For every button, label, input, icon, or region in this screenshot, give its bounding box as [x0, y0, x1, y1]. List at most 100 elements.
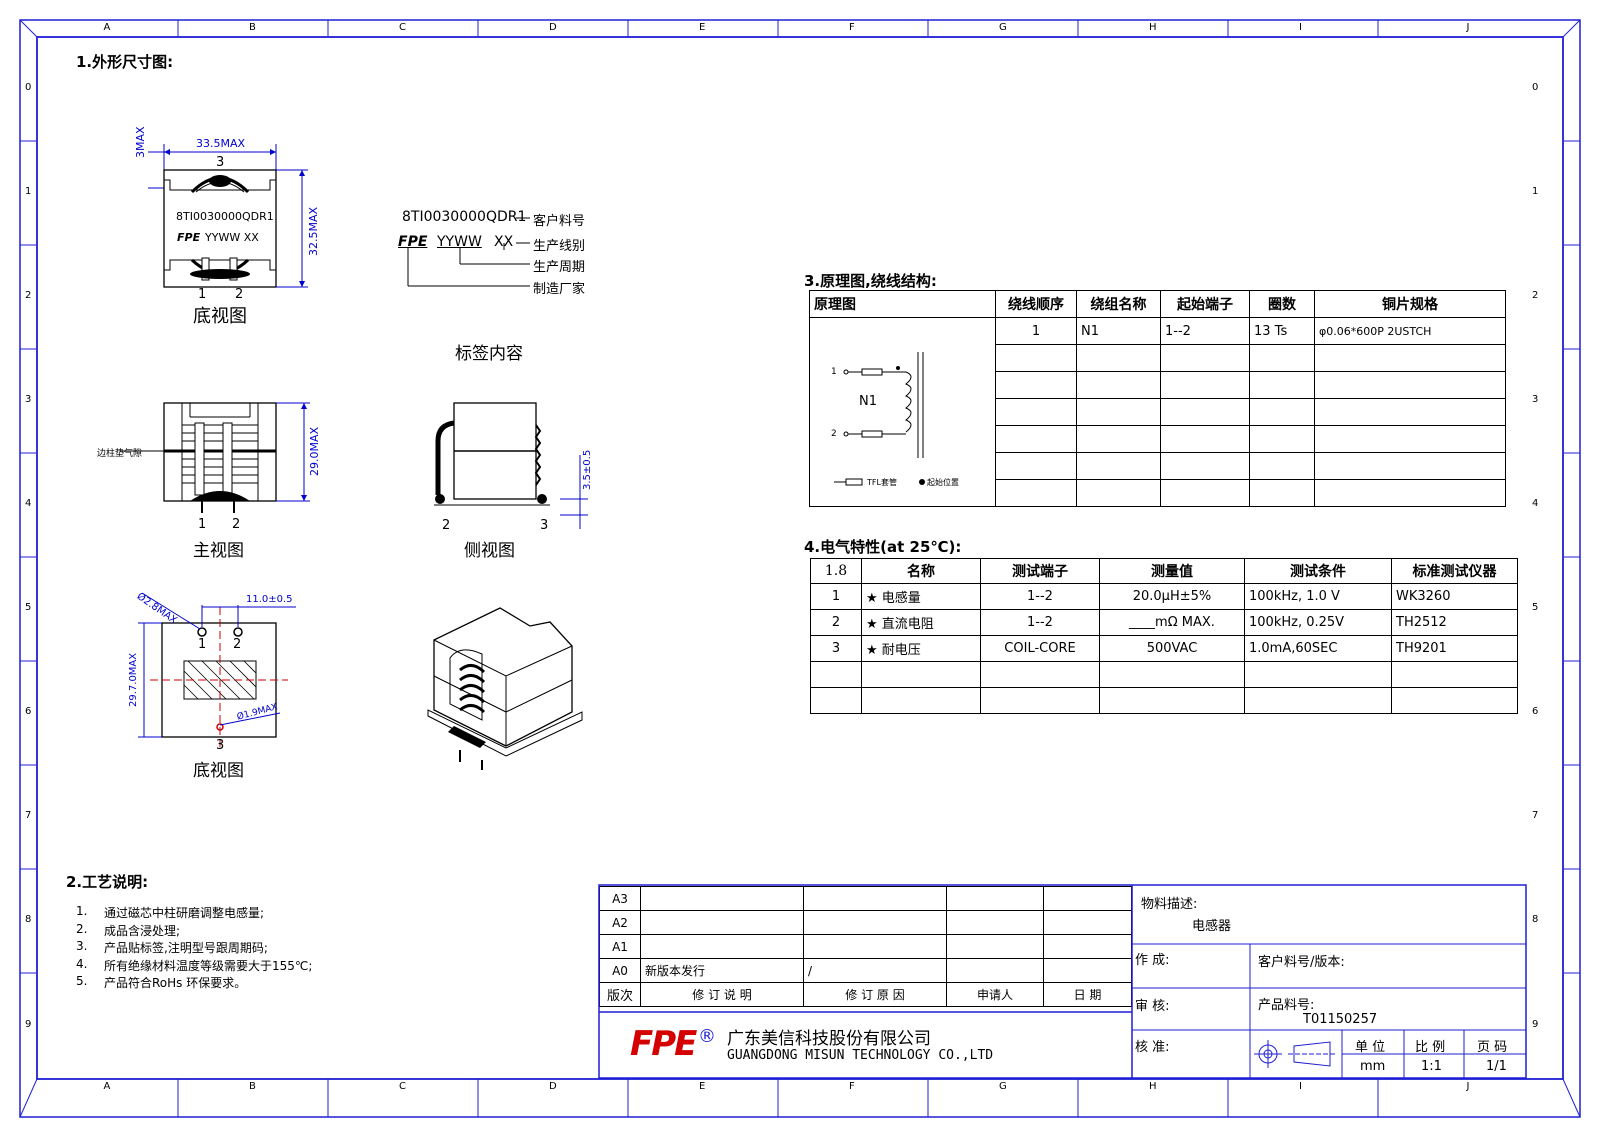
scale-value: 1:1 — [1421, 1059, 1442, 1074]
note-number: 2. — [76, 921, 88, 936]
elec-cell: COIL-CORE — [980, 635, 1100, 662]
side-view-drawing — [434, 402, 588, 529]
product-pn-label: 产品料号: — [1258, 998, 1315, 1013]
scale-label: 比 例 — [1415, 1040, 1446, 1055]
bottom-view2-title: 底视图 — [193, 761, 244, 781]
winding-cell — [995, 371, 1077, 399]
pin3-label: 3 — [216, 155, 225, 170]
elec-cell: 1 — [810, 583, 862, 610]
sch-pin2: 2 — [831, 429, 837, 439]
registered-mark-icon: ® — [698, 1026, 716, 1047]
rh-reason: 修 订 原 因 — [803, 982, 947, 1007]
page-value: 1/1 — [1486, 1059, 1507, 1074]
revision-cell-date — [1043, 886, 1132, 911]
eh-condition: 测试条件 — [1244, 558, 1392, 584]
b2-pin3: 3 — [216, 738, 225, 753]
frame-row-right-0: 0 — [1532, 82, 1539, 93]
winding-cell — [1314, 452, 1506, 480]
winding-cell — [1249, 371, 1315, 399]
page-label: 页 码 — [1477, 1040, 1508, 1055]
winding-cell — [1314, 344, 1506, 372]
winding-cell — [1314, 398, 1506, 426]
elec-cell: 2 — [810, 609, 862, 636]
winding-cell — [1076, 344, 1161, 372]
eh-name: 名称 — [861, 558, 981, 584]
product-pn-value: T01150257 — [1303, 1012, 1378, 1027]
frame-row-right-6: 6 — [1532, 706, 1539, 717]
elec-cell — [1391, 661, 1518, 688]
winding-cell — [1076, 452, 1161, 480]
frame-col-bottom-C: C — [399, 1081, 406, 1092]
label-maker: 制造厂家 — [533, 282, 586, 297]
elec-row — [810, 687, 1518, 714]
bottom-view-title: 底视图 — [193, 306, 247, 327]
frame-row-right-5: 5 — [1532, 602, 1539, 613]
winding-cell — [995, 479, 1077, 507]
frame-col-bottom-H: H — [1149, 1081, 1157, 1092]
frame-col-bottom-B: B — [249, 1081, 256, 1092]
front-pin2: 2 — [232, 517, 241, 532]
note-number: 1. — [76, 904, 88, 918]
note-text: 成品含浸处理; — [104, 923, 181, 938]
b2-pin1: 1 — [198, 637, 207, 652]
frame-col-top-G: G — [999, 22, 1007, 33]
winding-cell — [995, 452, 1077, 480]
winding-cell — [995, 425, 1077, 453]
note-text: 产品符合RoHs 环保要求。 — [104, 976, 247, 990]
frame-row-right-3: 3 — [1532, 394, 1539, 405]
frame-col-bottom-F: F — [849, 1081, 855, 1092]
dim-pitch: 11.0±0.5 — [246, 594, 293, 605]
sch-pin1: 1 — [831, 367, 837, 377]
elec-cell: ★ 电感量 — [861, 583, 981, 610]
elec-cell: ____mΩ MAX. — [1099, 609, 1245, 636]
revision-cell-code: A1 — [599, 934, 641, 959]
elec-cell — [810, 687, 862, 714]
elec-cell — [1244, 661, 1392, 688]
frame-col-bottom-A: A — [103, 1081, 111, 1092]
elec-cell: ★ 耐电压 — [861, 635, 981, 662]
side-pin-right: 3 — [540, 518, 549, 533]
dim-width: 33.5MAX — [196, 137, 246, 150]
company-logo: FPE — [630, 1024, 697, 1064]
elec-row — [810, 661, 1518, 688]
winding-row — [810, 371, 1506, 399]
elec-cell: 1--2 — [980, 609, 1100, 636]
dim-height2: 29.7.0MAX — [128, 652, 139, 707]
winding-cell — [1160, 371, 1250, 399]
side-view-title: 侧视图 — [464, 541, 515, 561]
wh-order: 绕线顺序 — [995, 290, 1077, 318]
winding-cell — [1160, 452, 1250, 480]
frame-row-left-9: 9 — [25, 1019, 32, 1030]
section1-title: 1.外形尺寸图: — [76, 53, 174, 71]
wh-start: 起始端子 — [1160, 290, 1250, 318]
winding-cell — [1314, 479, 1506, 507]
made-by-label: 作 成: — [1135, 953, 1170, 968]
b2-pin2: 2 — [233, 637, 242, 652]
elec-cell: 3 — [810, 635, 862, 662]
rev-header-row: 版次 修 订 说 明 修 订 原 因 申请人 日 期 — [599, 982, 1132, 1007]
rh-desc: 修 订 说 明 — [640, 982, 804, 1007]
elec-cell — [810, 661, 862, 688]
frame-col-top-D: D — [549, 22, 557, 33]
label-brand: FPE — [398, 234, 428, 250]
side-dim: 3.5±0.5 — [582, 449, 593, 490]
elec-cell: 100kHz, 1.0 V — [1244, 583, 1392, 610]
wh-turns: 圈数 — [1249, 290, 1315, 318]
frame-row-right-4: 4 — [1532, 498, 1539, 509]
sch-legend-start: 起始位置 — [927, 478, 959, 487]
frame-col-top-F: F — [849, 22, 855, 33]
marking-brand: FPE — [177, 231, 201, 244]
elec-cell: 1--2 — [980, 583, 1100, 610]
revision-cell-desc — [640, 886, 804, 911]
frame-col-top-I: I — [1299, 22, 1302, 33]
elec-header-row: 1.8 名称 测试端子 测量值 测试条件 标准测试仪器 — [810, 558, 1518, 584]
elec-cell: 500VAC — [1099, 635, 1245, 662]
winding-cell — [995, 398, 1077, 426]
frame-col-bottom-J: J — [1466, 1081, 1470, 1092]
frame-row-left-5: 5 — [25, 602, 32, 613]
revision-cell-reason — [803, 886, 947, 911]
